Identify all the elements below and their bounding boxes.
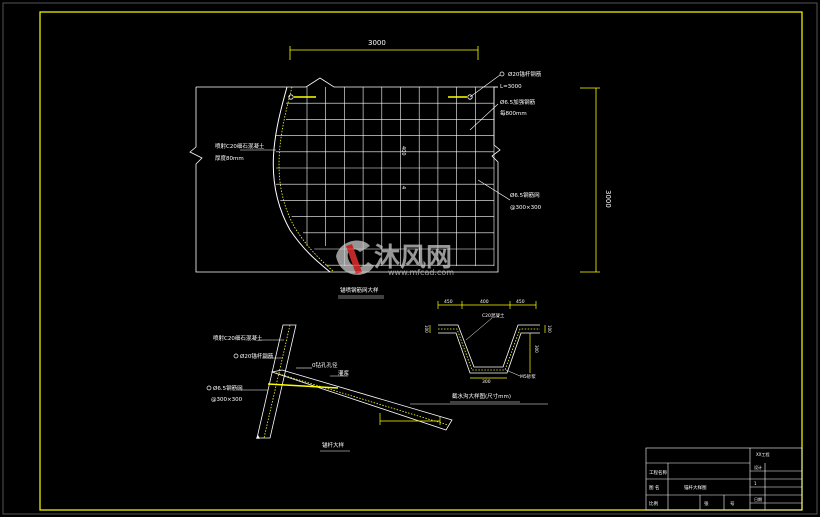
anchor-bar — [270, 369, 453, 431]
anchor-symbol-right — [467, 94, 473, 100]
title-block-mark-a: 张 — [704, 500, 709, 507]
plan-center-label-b: 4 — [400, 186, 406, 189]
channel-outer — [438, 324, 540, 368]
note-stirrup-spacing: 每800mm — [500, 109, 527, 117]
section-note-mesh-spacing: @300×300 — [211, 397, 243, 403]
title-block-sheet: 锚杆大样图 — [684, 484, 707, 491]
note-anchor-bar: Ø20锚杆钢筋 — [508, 70, 542, 78]
channel-dim-bottom: 300 — [482, 379, 491, 385]
channel-inner — [438, 332, 540, 374]
section-title: 锚杆大样 — [322, 441, 345, 449]
title-block-project: XX工程 — [756, 451, 769, 457]
channel-dim-c: 450 — [516, 299, 525, 305]
anchor-symbol-left — [288, 94, 294, 100]
section-wall — [256, 324, 297, 439]
watermark-logo-icon — [336, 240, 374, 275]
channel-title: 截水沟大样图(尺寸mm) — [452, 392, 511, 400]
drawing-border — [39, 11, 803, 511]
title-block-mark-c: 1 — [754, 481, 757, 486]
section-note-mesh: Ø6.5钢筋网 — [213, 384, 243, 392]
title-block-row4: 设计 — [754, 464, 762, 470]
channel-dim-left: 100 — [424, 325, 429, 333]
title-block-mark-d: 日期 — [754, 496, 762, 502]
section-note-anchor: Ø20锚杆钢筋 — [240, 352, 274, 360]
plan-height-dim: 3000 — [604, 190, 612, 208]
note-stirrup: Ø6.5加强钢筋 — [500, 98, 536, 106]
watermark-text: 沐风网 — [374, 243, 452, 273]
note-anchor-len: L=3000 — [500, 84, 522, 90]
section-note-shotcrete: 喷射C20细石混凝土 — [213, 334, 263, 342]
title-block-row3: 比例 — [649, 500, 658, 507]
plan-width-dim: 3000 — [368, 39, 386, 47]
channel-label-inner: C20混凝土 — [482, 312, 505, 319]
section-note-hole: 0钻孔孔径 — [312, 361, 338, 369]
channel-dim-a: 450 — [444, 299, 453, 305]
plan-title: 锚喷钢筋网大样 — [340, 286, 379, 294]
note-mesh-spacing: @300×300 — [510, 205, 542, 211]
channel-dim-b: 400 — [480, 299, 489, 305]
title-block — [645, 447, 803, 511]
title-block-mark-b: 号 — [730, 501, 735, 507]
channel-dim-depth: 300 — [534, 345, 539, 353]
channel-detail: 450 400 450 100 100 300 300 C20混凝土 M5砂浆 … — [410, 299, 552, 405]
plan-view: 3000 3000 Ø20锚杆钢筋 L=3000 Ø6.5加强钢筋 每800mm… — [189, 39, 612, 299]
note-shotcrete: 喷射C20细石混凝土 — [215, 142, 265, 150]
note-mesh: Ø6.5钢筋网 — [510, 191, 540, 199]
reinforcement-mesh — [276, 87, 495, 266]
anchor-section: 喷射C20细石混凝土 Ø20锚杆钢筋 0钻孔孔径 灌浆 Ø6.5钢筋网 @300… — [206, 324, 453, 452]
section-note-mortar: 灌浆 — [338, 369, 350, 377]
channel-label-outer: M5砂浆 — [520, 373, 536, 380]
section-ground-mark: ▲ — [256, 434, 260, 440]
excavation-curve — [272, 86, 331, 273]
note-thickness: 厚度80mm — [215, 154, 244, 162]
watermark-url: www.mfcad.com — [388, 268, 454, 277]
plan-center-label-a: 400 — [400, 146, 406, 156]
title-block-row2: 图 名 — [649, 484, 659, 491]
title-block-row1: 工程名称 — [649, 469, 667, 476]
watermark: 沐风网 www.mfcad.com — [336, 240, 454, 277]
channel-dim-right: 100 — [547, 325, 552, 333]
